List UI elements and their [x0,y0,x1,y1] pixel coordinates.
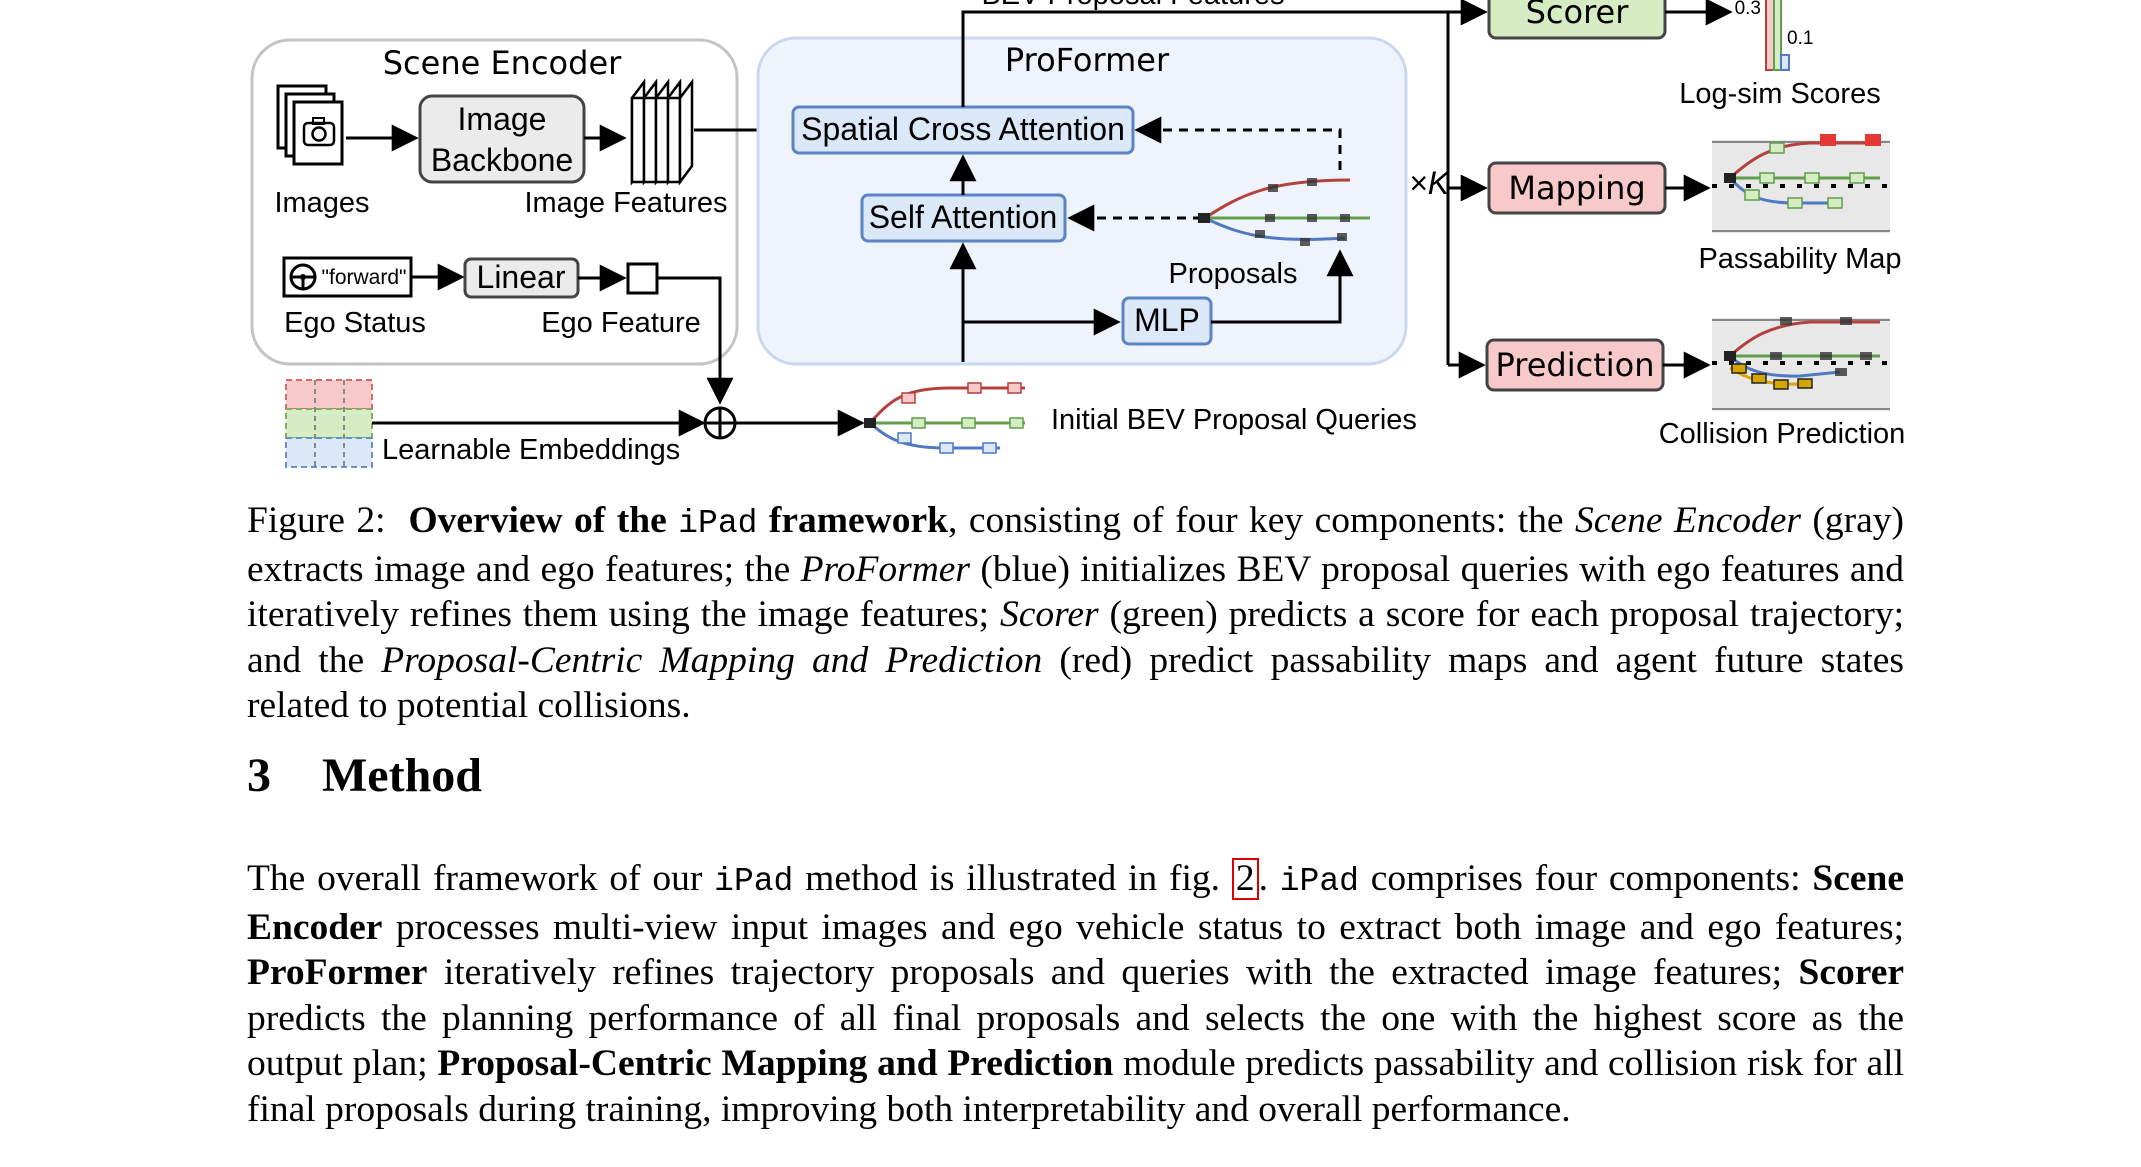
svg-text:Backbone: Backbone [431,142,573,178]
prediction-box: Prediction [1485,338,1665,392]
section-number: 3 [247,749,271,802]
score-high-value: 0.3 [1735,0,1761,19]
self-attention-box: Self Attention [860,193,1067,243]
scores-bar-chart [1765,0,1790,71]
svg-text:Linear: Linear [477,259,566,295]
mapping-box: Mapping [1487,161,1667,215]
section-title: Method [322,749,482,802]
ego-status-label: Ego Status [284,307,426,339]
svg-text:Self Attention: Self Attention [869,199,1058,235]
figure-reference-link[interactable]: 2 [1231,858,1259,900]
score-low-value: 0.1 [1787,28,1813,49]
image-features-label: Image Features [524,187,727,219]
svg-text:Mapping: Mapping [1508,169,1645,207]
svg-text:"forward": "forward" [322,266,407,289]
learnable-embeddings-label: Learnable Embeddings [382,434,680,466]
caption-bold-end: framework [768,500,949,541]
spatial-cross-attention-box: Spatial Cross Attention [791,105,1135,155]
ego-feature-square [626,262,659,295]
log-sim-scores-label: Log-sim Scores [1679,78,1880,110]
scorer-box: Scorer [1487,0,1667,40]
camera-images-icon [276,84,344,166]
initial-queries-trajectories [864,382,1025,454]
collision-prediction-image [1712,317,1890,411]
svg-text:Image: Image [458,101,547,137]
collision-prediction-label: Collision Prediction [1659,418,1906,450]
passability-map-image [1712,134,1890,233]
scene-encoder-region: Scene Encoder Images Image Backbone [250,38,739,366]
svg-text:Spatial Cross Attention: Spatial Cross Attention [801,111,1125,147]
svg-text:MLP: MLP [1134,302,1200,338]
ego-feature-label: Ego Feature [541,307,701,339]
proformer-title: ProFormer [1005,41,1170,79]
image-backbone-box: Image Backbone [418,94,586,184]
svg-text:Scorer: Scorer [1526,0,1630,31]
framework-figure: Scene Encoder Images Image Backbone [240,0,1940,470]
proformer-region: ProFormer Spatial Cross Attention Self A… [756,36,1408,366]
svg-text:Prediction: Prediction [1496,346,1655,384]
figure-caption: Figure 2: Overview of the iPad framework… [247,500,1905,726]
image-features-icon [630,78,694,186]
bev-features-label: BEV Proposal Features [981,0,1284,11]
section-heading: 3 Method [247,748,482,803]
caption-bold-start: Overview of the [408,500,667,541]
caption-method-name: iPad [678,505,758,542]
steering-wheel-icon [289,263,317,291]
proposals-label: Proposals [1169,258,1298,290]
passability-map-label: Passability Map [1698,243,1901,275]
iteration-label: ×K [1409,165,1451,201]
mlp-box: MLP [1121,296,1213,346]
method-paragraph: The overall framework of our iPad method… [247,858,1904,1130]
initial-queries-label: Initial BEV Proposal Queries [1051,404,1417,436]
scene-encoder-title: Scene Encoder [383,44,622,82]
figure-label: Figure 2: [247,500,386,541]
learnable-embeddings-icon [285,379,373,468]
images-label: Images [274,187,369,219]
ego-status-box: "forward" [282,256,413,298]
proposals-trajectories [1198,178,1370,246]
linear-box: Linear [463,257,580,299]
sum-operator-icon [703,406,737,440]
